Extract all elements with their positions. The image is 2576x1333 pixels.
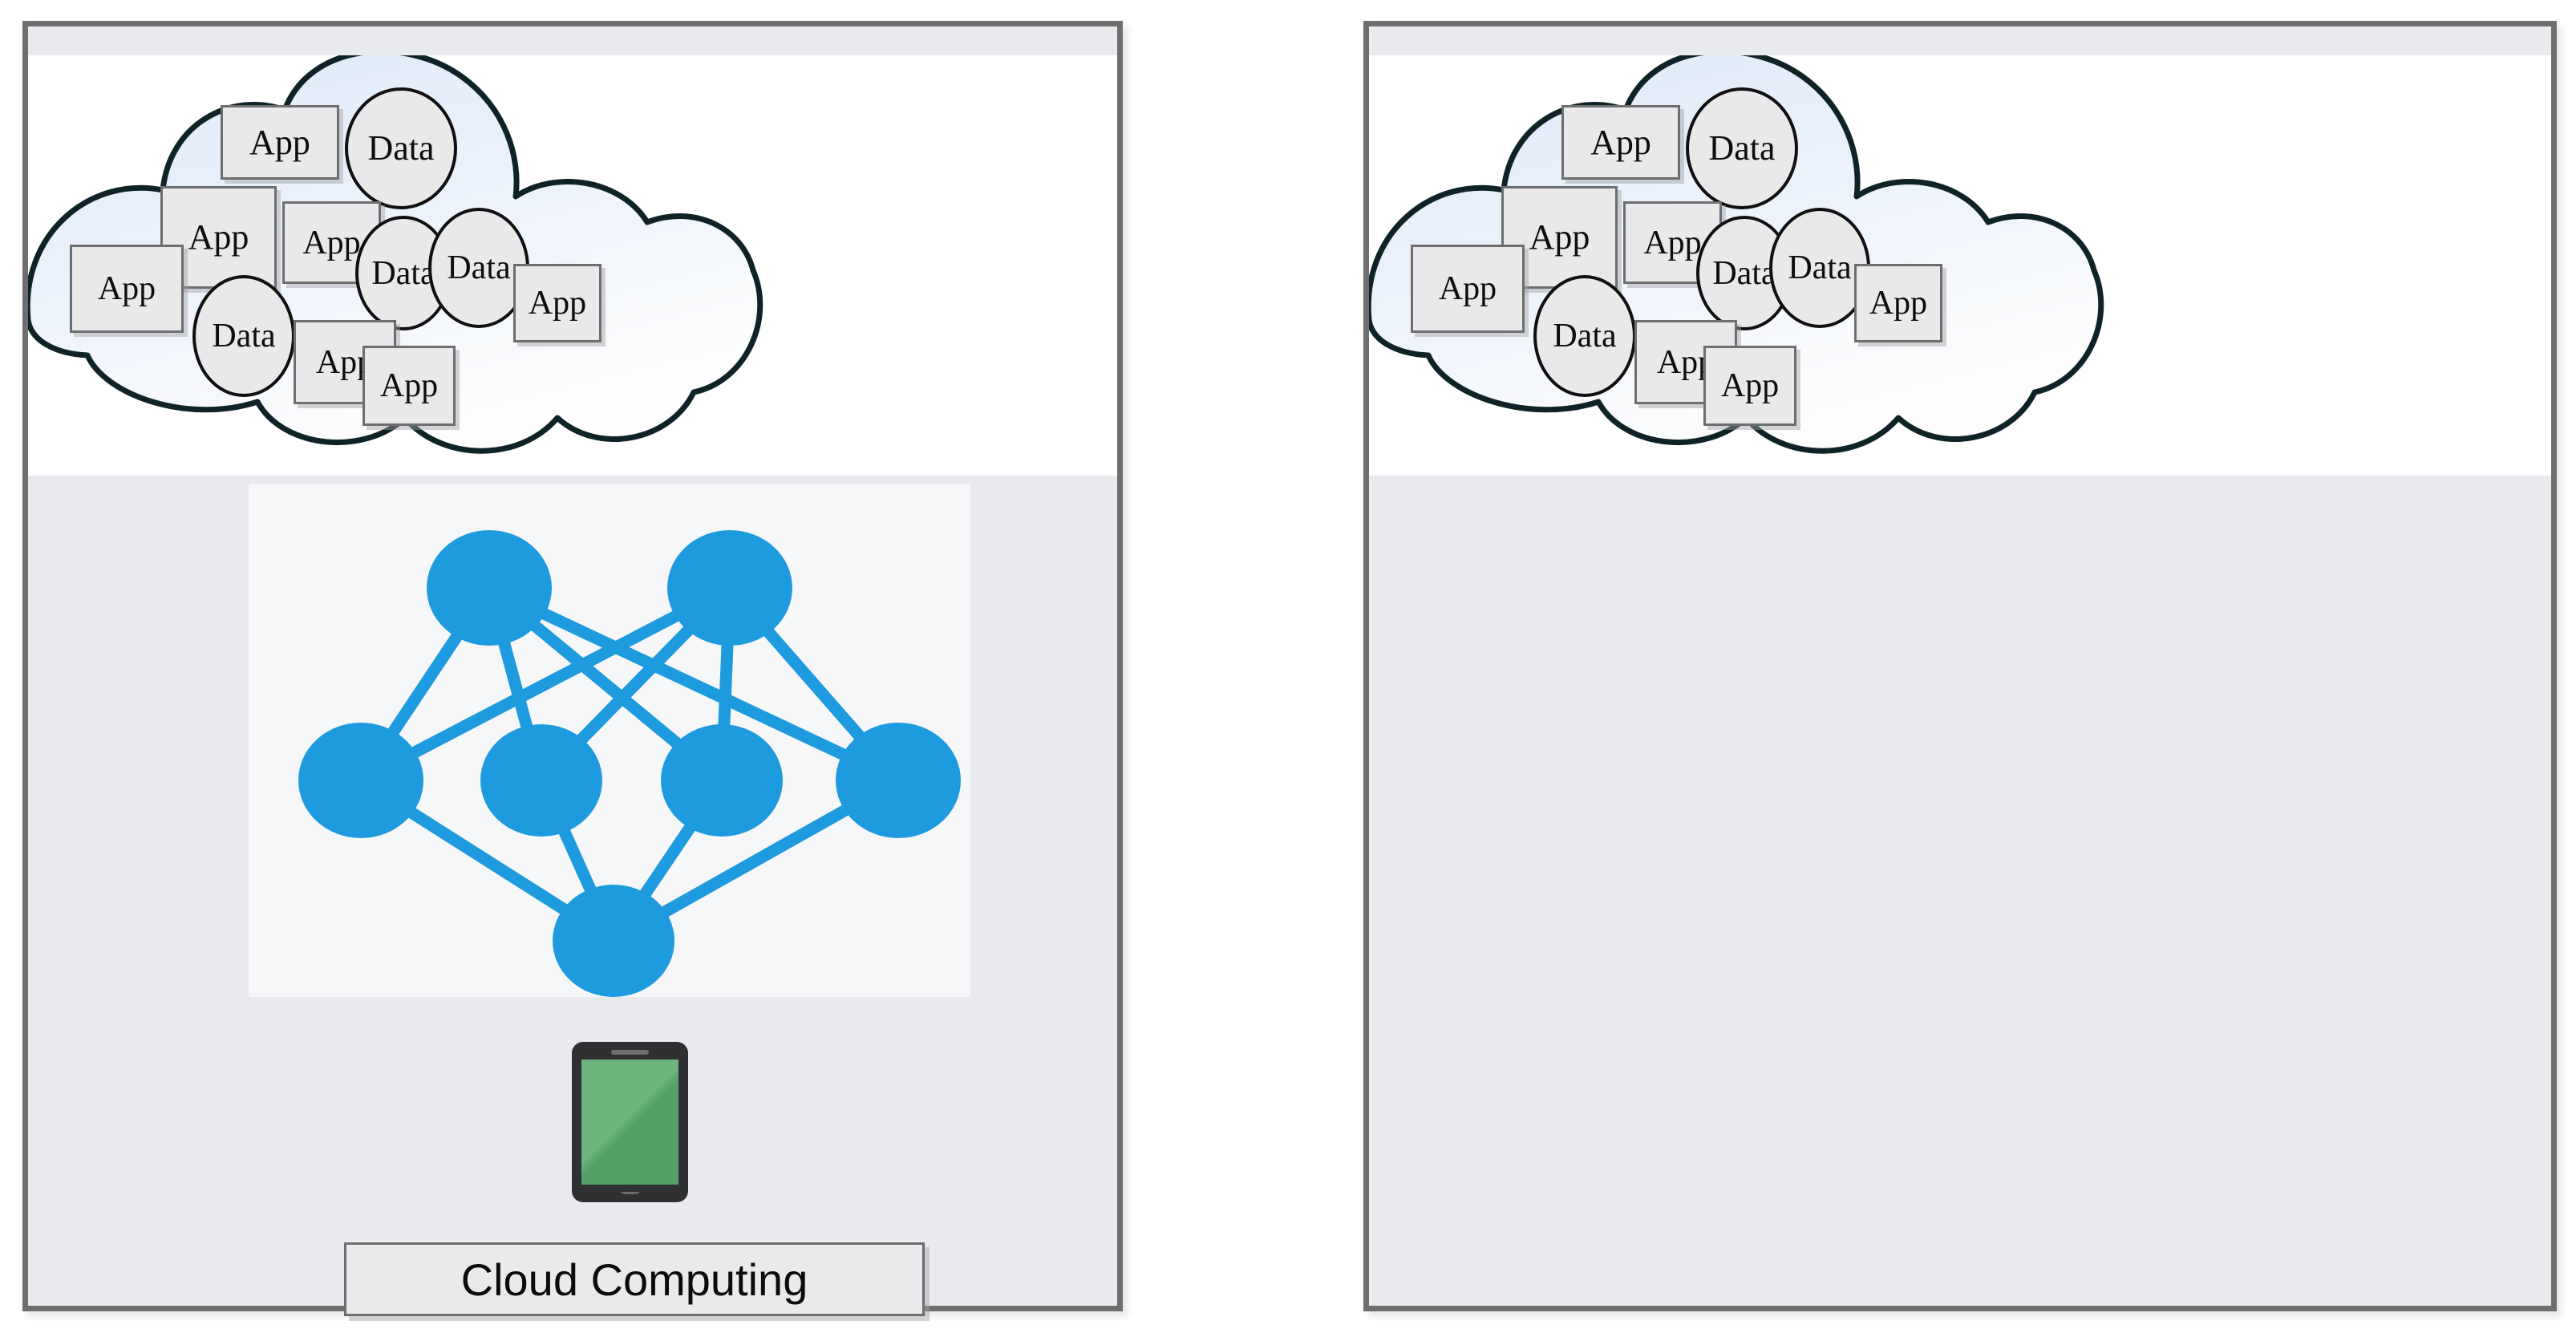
app-box: App: [513, 264, 601, 342]
data-ellipse: Data: [1686, 87, 1798, 209]
data-ellipse: Data: [355, 216, 452, 330]
data-ellipse: Data: [192, 275, 295, 397]
data-ellipse: Data: [428, 208, 529, 328]
phone-speaker-icon: [611, 1050, 649, 1055]
app-box: App: [363, 346, 456, 426]
cloud-computing-label: Cloud Computing: [344, 1242, 925, 1316]
app-box: App: [70, 245, 184, 333]
phone-home-button: [620, 1189, 640, 1195]
app-box: App: [1854, 264, 1942, 342]
app-box: App: [1703, 346, 1796, 426]
app-box: App: [221, 105, 339, 180]
app-box: App: [160, 186, 277, 289]
app-box: App: [1411, 245, 1525, 333]
data-ellipse: Data: [1769, 208, 1870, 328]
phone-screen: [581, 1060, 679, 1185]
data-ellipse: Data: [345, 87, 457, 209]
app-box: App: [1561, 105, 1680, 180]
data-ellipse: Data: [1533, 275, 1636, 397]
mobile-phone-icon: [572, 1042, 688, 1202]
neural-network-diagram: [249, 484, 970, 997]
